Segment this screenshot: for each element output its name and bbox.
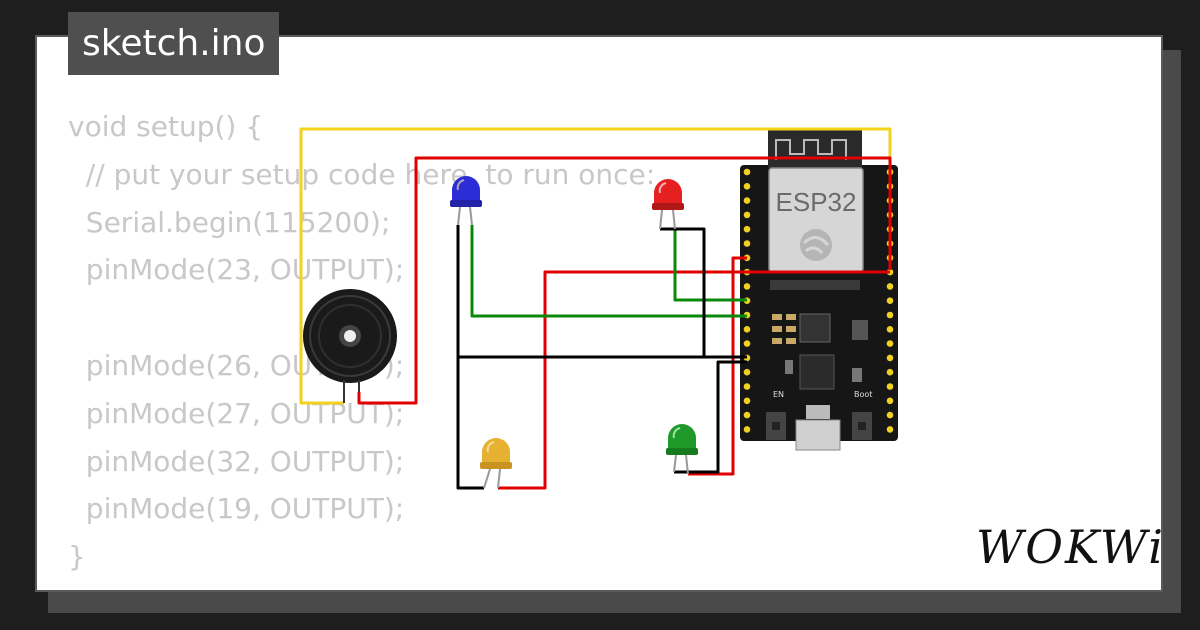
red-led[interactable] (652, 179, 684, 230)
sketch-filename-tab[interactable]: sketch.ino (68, 12, 280, 75)
header-pin[interactable] (743, 240, 751, 247)
code-editor: void setup() { // put your setup code he… (68, 103, 655, 581)
header-pin[interactable] (743, 225, 751, 233)
esp32-label: ESP32 (776, 187, 857, 217)
wokwi-logo: WOKWi (976, 520, 1165, 574)
header-pin[interactable] (886, 340, 894, 347)
header-pin[interactable] (743, 326, 751, 333)
green-led[interactable] (666, 424, 698, 475)
code-line: } (68, 540, 86, 574)
header-pin[interactable] (743, 340, 751, 347)
code-line: pinMode(32, OUTPUT); (68, 444, 405, 478)
wire-black-green-led[interactable] (674, 360, 747, 474)
wire-red-yellow-led[interactable] (498, 270, 890, 490)
header-pin[interactable] (743, 197, 751, 204)
code-line: void setup() { (68, 110, 264, 143)
code-line: pinMode(19, OUTPUT); (68, 492, 405, 526)
header-pin[interactable] (743, 368, 751, 376)
yellow-led[interactable] (480, 438, 512, 489)
header-pin[interactable] (886, 326, 894, 333)
header-pin[interactable] (743, 426, 751, 433)
header-pin[interactable] (886, 411, 894, 419)
header-pin[interactable] (886, 397, 894, 405)
header-pin[interactable] (886, 383, 894, 390)
blue-led[interactable] (450, 176, 482, 226)
header-pin[interactable] (743, 383, 751, 390)
header-pin[interactable] (743, 168, 751, 176)
header-pin[interactable] (743, 397, 751, 405)
header-pin[interactable] (886, 311, 894, 319)
wire-black-yellow-led[interactable] (456, 357, 484, 490)
header-pin[interactable] (743, 411, 751, 419)
header-pin[interactable] (886, 368, 894, 376)
wire-black-red-led[interactable] (660, 227, 747, 359)
header-pin[interactable] (743, 211, 751, 219)
wire-red-green-led[interactable] (688, 256, 747, 476)
header-pin[interactable] (886, 426, 894, 433)
en-label: EN (773, 390, 784, 399)
header-pin[interactable] (743, 283, 751, 290)
usb-port (795, 419, 841, 451)
wire-green-blue-led[interactable] (470, 225, 747, 318)
header-pin[interactable] (886, 283, 894, 290)
wire-yellow[interactable] (299, 127, 892, 405)
wire-black-blue-led[interactable] (456, 225, 704, 359)
code-line: pinMode(23, OUTPUT); (68, 253, 405, 287)
header-pin[interactable] (886, 297, 894, 305)
wires[interactable] (299, 127, 892, 490)
header-pin[interactable] (886, 354, 894, 362)
header-pin[interactable] (743, 183, 751, 190)
wire-red-buzzer[interactable] (357, 156, 892, 405)
buzzer-icon[interactable] (303, 289, 397, 403)
esp32-board[interactable]: ESP32 EN Boot (740, 130, 898, 451)
espressif-logo-icon (800, 229, 832, 261)
boot-label: Boot (854, 390, 872, 399)
right-header-pins[interactable] (886, 168, 894, 433)
code-line: Serial.begin(115200); (68, 205, 391, 239)
wire-green-red-led[interactable] (673, 229, 747, 302)
